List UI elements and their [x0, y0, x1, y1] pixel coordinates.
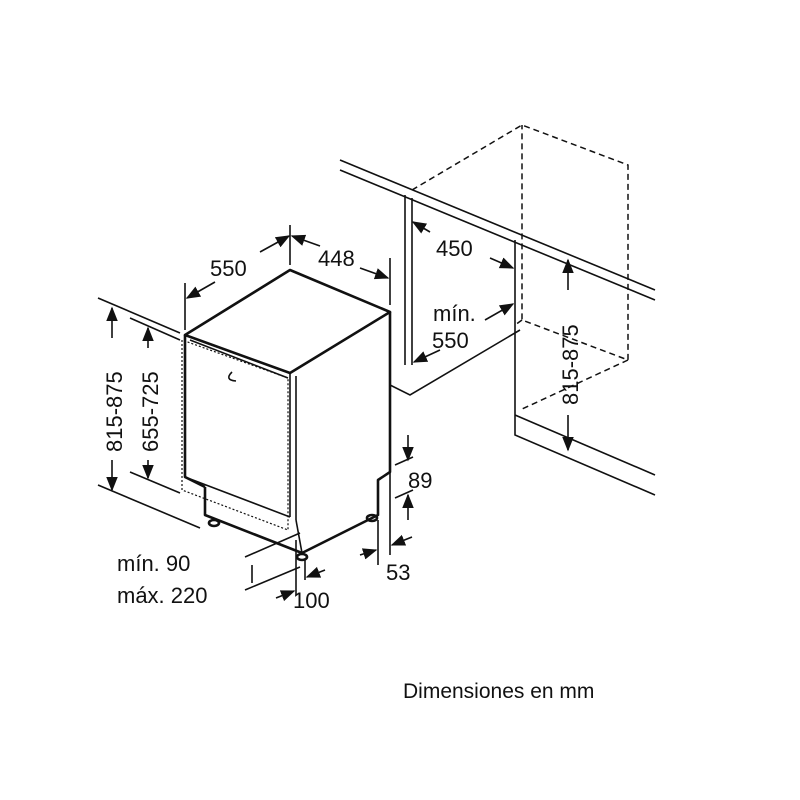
niche-depth-label: 550 [432, 328, 469, 353]
niche-height-label: 815-875 [558, 324, 583, 405]
depth-label: 550 [210, 256, 247, 281]
niche-depth-min-label: mín. [433, 301, 476, 326]
niche-width-label: 450 [436, 236, 473, 261]
dimension-lines [97, 221, 574, 602]
foot-icon [295, 552, 309, 562]
width-label: 448 [318, 246, 355, 271]
foot-icon [207, 518, 221, 528]
cabinet-niche [339, 124, 656, 496]
foot-icon [365, 513, 379, 523]
plinth-min-label: mín. 90 [117, 551, 190, 576]
door-height-label: 655-725 [138, 371, 163, 452]
caption: Dimensiones en mm [403, 680, 594, 703]
dishwasher-body [181, 268, 392, 562]
plinth-max-label: máx. 220 [117, 583, 208, 608]
plinth-height-label: 89 [408, 468, 432, 493]
foot-offset-label: 100 [293, 588, 330, 613]
door-handle-icon [228, 371, 237, 382]
plinth-depth-label: 53 [386, 560, 410, 585]
total-height-label: 815-875 [102, 371, 127, 452]
